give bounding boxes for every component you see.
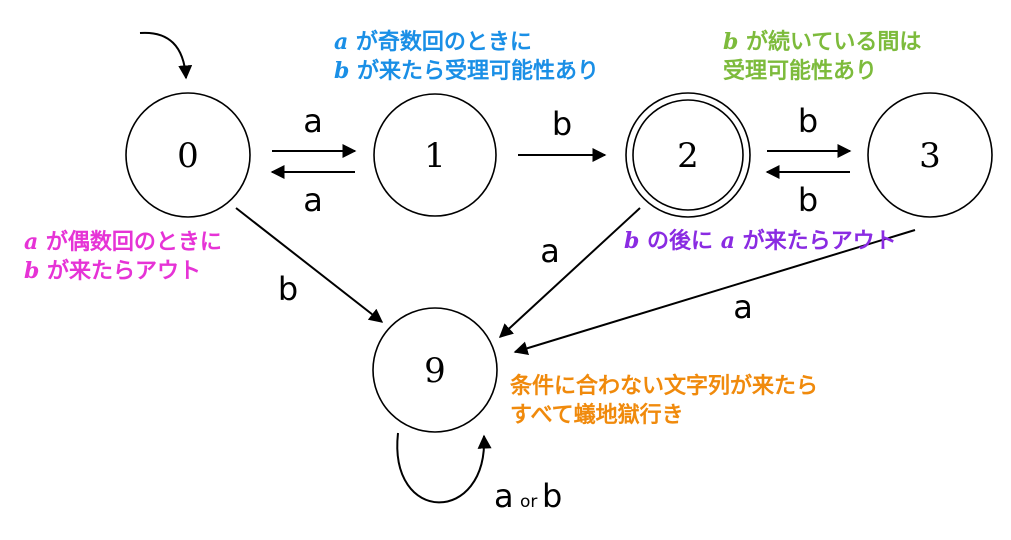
note-odd-a-sym2: b xyxy=(334,58,349,84)
note-a-after-b-sym2: a xyxy=(721,228,735,254)
edge-0-9-label: b xyxy=(278,270,298,308)
svg-text:b が来たらアウト: b が来たらアウト xyxy=(24,258,201,284)
note-a-after-b-text1: の後に xyxy=(639,228,720,254)
state-9-label: 9 xyxy=(424,351,446,391)
edge-3-to-9 xyxy=(513,229,916,356)
note-even-a-sym1: a xyxy=(24,229,38,255)
edge-3-2-label: b xyxy=(798,181,818,219)
state-3: 3 xyxy=(867,92,993,218)
note-sink-line1: 条件に合わない文字列が来たら xyxy=(509,373,818,399)
note-odd-a-line2: が来たら受理可能性あり xyxy=(349,58,599,84)
state-9: 9 xyxy=(372,307,498,433)
note-sink-state: 条件に合わない文字列が来たら すべて蟻地獄行き xyxy=(509,373,818,428)
note-odd-a: a が奇数回のときに b が来たら受理可能性あり xyxy=(334,29,599,84)
state-2-accepting: 2 xyxy=(625,92,751,218)
edge-2-to-9 xyxy=(498,207,641,338)
note-sink-line2: すべて蟻地獄行き xyxy=(510,402,684,428)
state-1-label: 1 xyxy=(424,136,446,176)
edge-0-to-9 xyxy=(235,207,384,323)
state-2-label: 2 xyxy=(677,136,699,176)
svg-text:a が奇数回のときに: a が奇数回のときに xyxy=(334,29,532,55)
edge-2-9-label: a xyxy=(540,232,560,270)
note-even-a-sym2: b xyxy=(24,258,39,284)
note-continuing-b-line1: が続いている間は xyxy=(738,29,921,55)
state-1: 1 xyxy=(373,93,497,217)
note-continuing-b-sym: b xyxy=(723,29,738,55)
note-continuing-b: b が続いている間は 受理可能性あり xyxy=(723,29,921,84)
svg-text:b が来たら受理可能性あり: b が来たら受理可能性あり xyxy=(334,58,599,84)
start-arrow xyxy=(139,31,193,80)
svg-text:b が続いている間は: b が続いている間は xyxy=(723,29,921,55)
edge-1-2-label: b xyxy=(552,105,572,143)
edge-1-0-label: a xyxy=(303,181,323,219)
edge-9-loop-label-b: b xyxy=(542,477,562,515)
state-3-label: 3 xyxy=(919,136,941,176)
note-even-a: a が偶数回のときに b が来たらアウト xyxy=(24,229,222,284)
note-continuing-b-line2: 受理可能性あり xyxy=(723,58,877,84)
state-0: 0 xyxy=(125,92,251,218)
note-odd-a-sym1: a xyxy=(334,29,348,55)
edge-9-self-loop xyxy=(396,432,492,504)
edge-3-9-label: a xyxy=(733,288,753,326)
note-a-after-b-text2: が来たらアウト xyxy=(735,228,897,254)
note-even-a-line2: が来たらアウト xyxy=(39,258,201,284)
edge-9-loop-label-a: a xyxy=(494,477,514,515)
edge-9-loop-label-or: or xyxy=(520,492,537,512)
svg-text:b の後に a が来たらアウト: b の後に a が来たらアウト xyxy=(624,228,897,254)
note-a-after-b: b の後に a が来たらアウト xyxy=(624,228,897,254)
note-a-after-b-sym1: b xyxy=(624,228,639,254)
note-even-a-line1: が偶数回のときに xyxy=(38,229,222,255)
state-0-label: 0 xyxy=(177,136,199,176)
edge-0-1-label: a xyxy=(303,102,323,140)
note-odd-a-line1: が奇数回のときに xyxy=(348,29,532,55)
svg-text:a が偶数回のときに: a が偶数回のときに xyxy=(24,229,222,255)
edge-2-3-label: b xyxy=(798,102,818,140)
